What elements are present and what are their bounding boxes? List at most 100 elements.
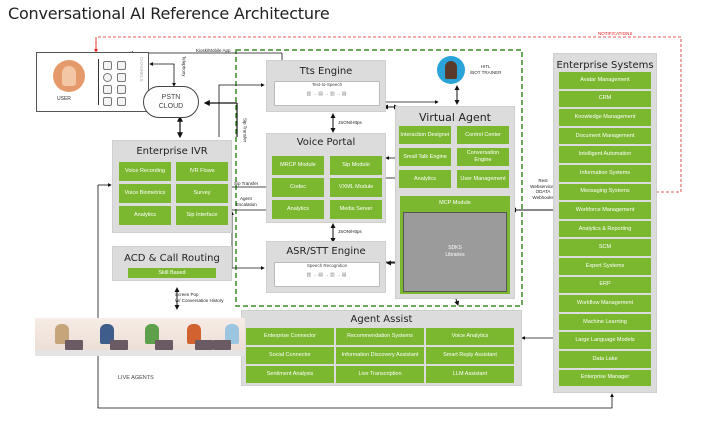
sdks-libraries: SDKS Libraries [403, 212, 507, 292]
enterprise-system-item: Avatar Management [559, 72, 651, 89]
virtual-agent-module: Control Center [457, 126, 509, 144]
virtual-agent-module: Conversation Engine [457, 148, 509, 166]
social-icon [103, 97, 112, 106]
asr-pipeline: Speech Recognition ▥→▤→▥→▤ [274, 262, 380, 287]
enterprise-system-item: Intelligent Automation [559, 146, 651, 163]
virtual-agent-module: Interaction Designer [399, 126, 451, 144]
enterprise-system-item: Analytics & Reporting [559, 220, 651, 238]
enterprise-system-item: Knowledge Management [559, 109, 651, 126]
agent-assist-module: Enterprise Connector [246, 328, 334, 345]
enterprise-system-item: Machine Learning [559, 313, 651, 331]
agent-assist-module: Sentiment Analysis [246, 366, 334, 383]
pstn-line2: CLOUD [158, 103, 184, 110]
asr-engine-panel: ASR/STT Engine Speech Recognition ▥→▤→▥→… [266, 241, 386, 293]
tts-engine-panel: Tts Engine Text-to-Speech ▥→▤→▥→▤ [266, 60, 386, 112]
page-title: Conversational AI Reference Architecture [8, 4, 330, 23]
agent-figure [100, 324, 114, 344]
asr-caption: Speech Recognition [306, 263, 348, 268]
enterprise-system-item: Workforce Management [559, 202, 651, 219]
agent-assist-module: LLM Assistant [426, 366, 514, 383]
chat-icon [103, 73, 112, 82]
enterprise-system-item: CRM [559, 90, 651, 108]
rest-label-3: ODATA [535, 189, 551, 194]
virtual-agent-module: User Management [457, 170, 509, 188]
user-label: USER [57, 96, 71, 102]
device-icon [117, 97, 126, 106]
agent-figure [225, 324, 239, 344]
pstn-line1: PSTN [161, 94, 181, 101]
agent-assist-module: Live Transcription [336, 366, 424, 383]
email-icon [103, 85, 112, 94]
live-agents-label: LIVE AGENTS [118, 375, 154, 381]
sdks-label: SDKS [448, 245, 462, 251]
network-icon [117, 73, 126, 82]
hitl-label: HITL /BOT TRAINER [470, 64, 501, 75]
kiosk-icon [117, 85, 126, 94]
rest-label-4: Webhooks [532, 194, 554, 200]
voice-portal-module: VXML Module [330, 178, 382, 197]
agent-figure [145, 324, 159, 344]
rest-label-1: Rest [538, 178, 548, 183]
agent-assist-title: Agent Assist [350, 314, 413, 325]
acd-module: Skill Based [128, 268, 216, 278]
enterprise-system-item: Large Language Models [559, 332, 651, 349]
tts-title: Tts Engine [299, 66, 353, 77]
mobile-icon [103, 61, 112, 70]
ivr-module: Voice Biometrics [119, 184, 171, 203]
telephony-label: Telephony [181, 56, 187, 77]
acd-panel: ACD & Call Routing Skill Based [112, 246, 232, 281]
sip-transfer-vertical-label: Sip Transfer [242, 118, 248, 143]
acd-title: ACD & Call Routing [124, 253, 220, 264]
voice-portal-module: Analytics [272, 200, 324, 219]
rest-label: Rest Webservices ODATA Webhooks [526, 178, 560, 200]
voice-portal-module: MRCP Module [272, 156, 324, 175]
user-box: USER CHANNELS [36, 52, 149, 112]
virtual-agent-panel: Virtual Agent MCP Module SDKS Libraries [395, 106, 515, 299]
enterprise-system-item: Enterprise Manager [559, 369, 651, 387]
virtual-agent-module: Small Talk Engine [399, 148, 451, 166]
enterprise-system-item: Data Lake [559, 351, 651, 368]
enterprise-system-item: Document Management [559, 127, 651, 145]
ivr-module: Voice Recording [119, 162, 171, 181]
enterprise-systems-title: Enterprise Systems [556, 60, 654, 71]
mcp-label: MCP Module [439, 200, 471, 206]
voice-portal-module: Media Server [330, 200, 382, 219]
enterprise-system-item: ERP [559, 276, 651, 294]
pstn-cloud: PSTN CLOUD [143, 86, 199, 118]
screen-pop-label-2: W/ Conversation History [175, 298, 224, 303]
agent-figure [187, 324, 201, 344]
enterprise-system-item: Workflow Management [559, 295, 651, 312]
user-avatar [53, 60, 85, 92]
ivr-module: Survey [176, 184, 228, 203]
screen-pop-label-1: Screen Pop [175, 292, 199, 297]
sip-transfer-label: Sip Transfer [234, 181, 259, 186]
agent-assist-module: Voice Analytics [426, 328, 514, 345]
desktop-icon [117, 61, 126, 70]
virtual-agent-title: Virtual Agent [419, 111, 491, 124]
ivr-module: IVR Flows [176, 162, 228, 181]
tts-caption: Text-to-Speech [311, 82, 343, 87]
notifications-label: NOTIFICATIONS [598, 31, 633, 36]
channels-label: CHANNELS [139, 57, 144, 82]
hitl-line2: /BOT TRAINER [470, 69, 502, 75]
enterprise-system-item: Messaging Systems [559, 183, 651, 201]
enterprise-system-item: SCM [559, 239, 651, 256]
ivr-module: Sip Interface [176, 206, 228, 225]
asr-title: ASR/STT Engine [286, 246, 366, 257]
agent-assist-module: Recommendation Systems [336, 328, 424, 345]
voice-portal-title: Voice Portal [296, 137, 356, 148]
rest-label-2: Webservices [530, 183, 556, 189]
kiosk-label: Kiosk/Mobile App [196, 48, 231, 53]
agent-figure [55, 324, 69, 344]
tts-pipeline: Text-to-Speech ▥→▤→▥→▤ [274, 81, 380, 106]
agent-assist-module: Social Connector [246, 347, 334, 364]
ivr-module: Analytics [119, 206, 171, 225]
json-https-label-1: JSON/Https [338, 120, 362, 125]
agent-escalation-label-2: Escalation [236, 202, 257, 207]
agent-assist-module: Information Discovery Assistant [336, 347, 424, 364]
hitl-line1: HITL [480, 64, 491, 69]
json-https-label-2: JSON/Https [338, 229, 362, 234]
voice-portal-module: Codec [272, 178, 324, 197]
libraries-label: Libraries [445, 252, 465, 258]
hitl-avatar [437, 56, 465, 84]
